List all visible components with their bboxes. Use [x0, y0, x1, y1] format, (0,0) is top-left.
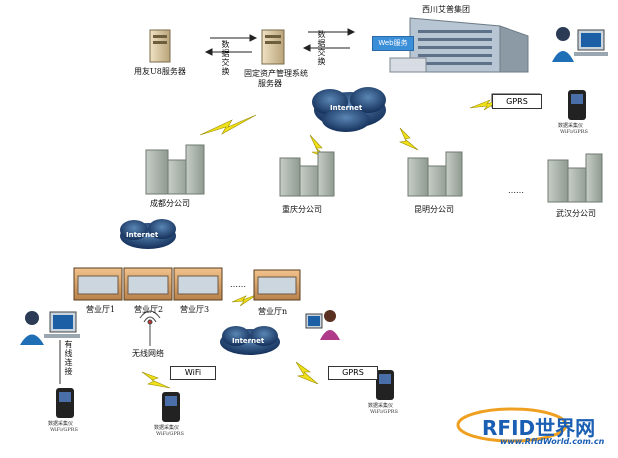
- logo-main: RFID世界网: [482, 416, 596, 440]
- handheld-device-icon: [56, 388, 74, 418]
- logo-url: www.RfidWorld.com.cn: [500, 437, 605, 446]
- device-caption-top-1: 数据采集仪: [558, 123, 584, 129]
- lightning-icon: [295, 361, 319, 385]
- wired-connection-label: 有线连接: [64, 340, 73, 376]
- hall-ellipsis: ……: [230, 280, 246, 289]
- chongqing-building-icon: [279, 151, 335, 197]
- hall-icons: [73, 267, 301, 301]
- branch-label-chongqing: 重庆分公司: [282, 205, 322, 214]
- branch-label-chengdu: 成都分公司: [150, 199, 190, 208]
- device-caption-mid-2: WiFi/GPRS: [156, 431, 184, 437]
- hall-n-icon: [253, 269, 301, 301]
- device-caption-right-2: WiFi/GPRS: [370, 409, 398, 415]
- internet-cloud-mid: [120, 219, 176, 249]
- device-caption-top-2: WiFi/GPRS: [560, 129, 588, 135]
- internet-label-top: Internet: [330, 104, 363, 112]
- handheld-device-icon: [376, 370, 394, 400]
- hall-1-icon: [73, 267, 123, 301]
- lightning-icon: [398, 127, 419, 151]
- hq-building-icon: [389, 17, 529, 73]
- hall-2-icon: [123, 267, 173, 301]
- chengdu-building-icon: [145, 144, 205, 195]
- device-caption-mid-1: 数据采集仪: [154, 425, 180, 431]
- internet-label-mid: Internet: [126, 231, 159, 239]
- hall-label-1: 营业厅1: [86, 305, 116, 314]
- kunming-building-icon: [407, 151, 463, 197]
- operator-icon-top: [552, 27, 608, 62]
- hall-3-icon: [173, 267, 223, 301]
- u8-server-icon: [149, 29, 171, 63]
- handheld-device-icon: [568, 90, 586, 120]
- device-caption-left-1: 数据采集仪: [48, 421, 74, 427]
- handheld-device-icon: [162, 392, 180, 422]
- exchange-label-left: 数据交换: [221, 40, 230, 76]
- exchange-arrows-left: [204, 34, 258, 56]
- wifi-box: WiFi: [170, 366, 216, 380]
- branch-ellipsis: ……: [508, 186, 524, 195]
- lightning-icon: [141, 371, 171, 389]
- hall-label-3: 营业厅3: [180, 305, 210, 314]
- operator-icon-left: [20, 311, 80, 345]
- wuhan-building-icon: [547, 153, 603, 203]
- asset-server-label-2: 服务器: [258, 79, 282, 88]
- wireless-network-label: 无线网络: [132, 349, 164, 358]
- hall-label-2: 营业厅2: [134, 305, 164, 314]
- lightning-icon: [199, 114, 257, 136]
- asset-server-label-1: 固定资产管理系统: [244, 69, 308, 78]
- internet-label-bottom: Internet: [232, 337, 265, 345]
- internet-cloud-bottom: [220, 326, 280, 355]
- branch-label-kunming: 昆明分公司: [414, 205, 454, 214]
- device-caption-right-1: 数据采集仪: [368, 403, 394, 409]
- device-caption-left-2: WiFi/GPRS: [50, 427, 78, 433]
- hq-title: 西川艾普集团: [422, 5, 470, 14]
- antenna-icon: [139, 310, 161, 346]
- hall-label-n: 营业厅n: [258, 307, 288, 316]
- internet-cloud-top: [312, 87, 386, 132]
- web-service-box: Web服务: [372, 36, 414, 51]
- gprs-box-top: GPRS: [492, 94, 542, 109]
- rfid-logo-mark: [456, 407, 568, 443]
- asset-server-icon: [261, 29, 285, 65]
- operator-icon-right: [305, 310, 340, 340]
- gprs-box-bottom: GPRS: [328, 366, 378, 380]
- u8-server-label: 用友U8服务器: [134, 67, 186, 76]
- exchange-arrows-right: [302, 28, 356, 52]
- branch-label-wuhan: 武汉分公司: [556, 209, 596, 218]
- exchange-label-right: 数据交换: [317, 30, 326, 66]
